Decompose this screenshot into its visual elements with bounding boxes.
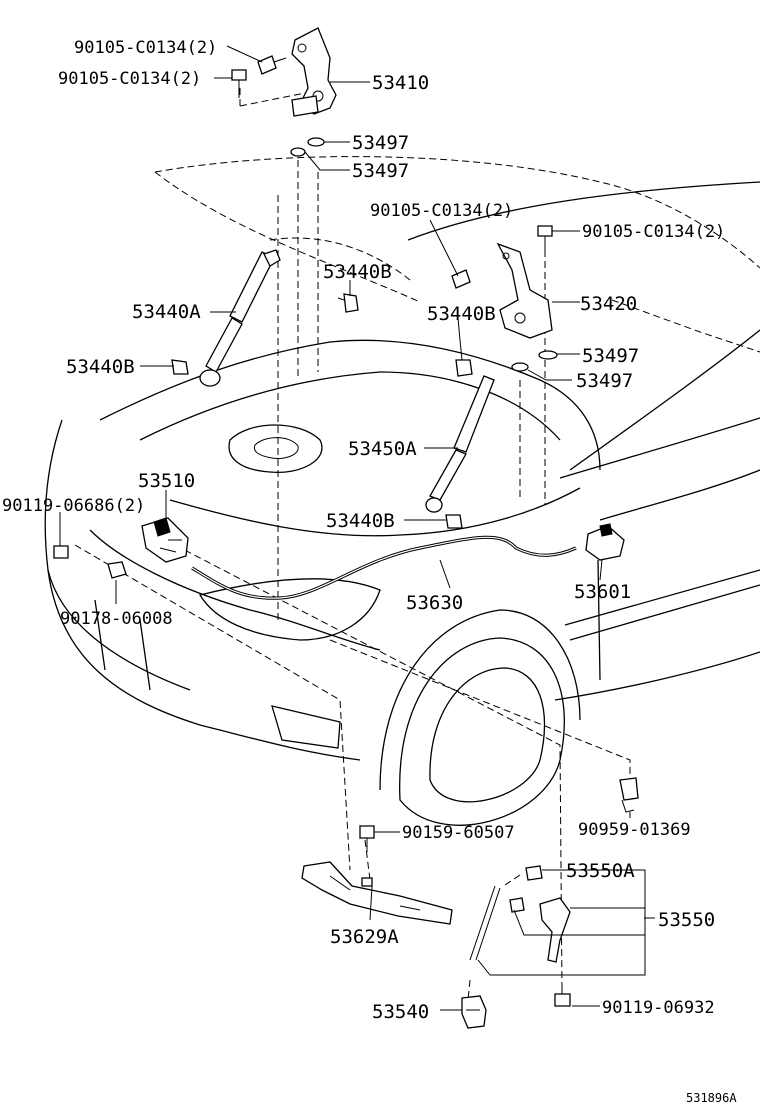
- washer-icon: [511, 362, 529, 372]
- clamp-icon: [619, 777, 639, 813]
- hood-panel-lower-edge: [154, 171, 421, 303]
- label-bolt-support: 90159-60507: [402, 823, 515, 843]
- bolt-icon: [257, 55, 287, 75]
- label-washer-left-1: 53497: [352, 132, 409, 154]
- stud-bolt-icon: [171, 359, 189, 375]
- fender-side-line: [599, 469, 760, 521]
- label-hook-sub: 53550A: [566, 860, 635, 882]
- hood-lock-assembly: [141, 517, 189, 563]
- leader-lock-support: [74, 544, 351, 871]
- label-stud-lower: 53440B: [326, 510, 395, 532]
- label-bolt-hook: 90119-06932: [602, 998, 715, 1018]
- headlamp-outline: [198, 578, 381, 641]
- label-bolt-lock: 90119-06686(2): [2, 496, 145, 516]
- bolt-icon: [53, 545, 69, 559]
- wheel-arch: [379, 609, 581, 791]
- bolt-icon: [537, 225, 553, 254]
- grille-opening: [94, 599, 151, 691]
- label-lock-support: 53629A: [330, 926, 399, 948]
- hood-hinge-right: [496, 242, 553, 339]
- leader-support-bolt: [364, 839, 371, 881]
- radiator-support: [169, 487, 581, 537]
- stud-bolt-icon: [337, 293, 359, 313]
- label-stay-left: 53440A: [132, 301, 201, 323]
- wheel-inner: [429, 667, 546, 803]
- hood-hook-assembly: [469, 865, 571, 963]
- hood-hinge-left: [291, 27, 337, 117]
- washer-icon: [290, 147, 306, 157]
- leader-hook-sub: [504, 874, 521, 886]
- hood-release-cable: [191, 535, 577, 600]
- washer-icon: [307, 137, 325, 147]
- hood-release-lever: [585, 523, 625, 561]
- bolt-icon: [231, 69, 247, 98]
- label-nut-lock: 90178-06008: [60, 609, 173, 629]
- stud-bolt-icon: [455, 339, 473, 377]
- label-washer-left-2: 53497: [352, 160, 409, 182]
- strut-tower-inner: [253, 437, 299, 459]
- fog-lamp: [271, 705, 341, 749]
- label-clamp: 90959-01369: [578, 820, 691, 840]
- strut-tower: [228, 424, 323, 474]
- front-bumper-lower: [47, 569, 361, 761]
- hood-panel-outline: [154, 156, 760, 269]
- a-pillar-line: [569, 329, 760, 471]
- bolt-icon: [554, 984, 571, 1007]
- leader-bolt-left: [239, 91, 311, 107]
- label-release-cable: 53630: [406, 592, 463, 614]
- engine-bay-inner: [139, 371, 561, 441]
- label-bolt-right-2: 90105-C0134(2): [582, 222, 725, 242]
- label-stud-right: 53440B: [427, 303, 496, 325]
- label-stay-right: 53450A: [348, 438, 417, 460]
- label-bolt-right-1: 90105-C0134(2): [370, 201, 513, 221]
- label-hinge-left: 53410: [372, 72, 429, 94]
- cowl-line: [407, 181, 760, 241]
- fender-top-line: [559, 417, 760, 479]
- leader-clamp: [329, 639, 631, 790]
- hood-side-edge: [269, 237, 411, 281]
- hood-lock-support: [301, 861, 453, 925]
- label-rod-holder: 53540: [372, 1001, 429, 1023]
- label-lock-assy: 53510: [138, 470, 195, 492]
- front-bumper-face: [89, 529, 381, 651]
- support-rod-holder: [461, 995, 487, 1029]
- label-bolt-left-2: 90105-C0134(2): [58, 69, 201, 89]
- rocker-line: [554, 651, 760, 701]
- wheel-outer: [399, 637, 565, 826]
- label-washer-right-1: 53497: [582, 345, 639, 367]
- label-bolt-left-1: 90105-C0134(2): [74, 38, 217, 58]
- label-release-lever: 53601: [574, 581, 631, 603]
- bolt-icon: [451, 269, 471, 289]
- label-leader-lines: [59, 45, 655, 1011]
- label-washer-right-2: 53497: [576, 370, 633, 392]
- label-hook-assy: 53550: [658, 909, 715, 931]
- label-stud-upper-left: 53440B: [323, 261, 392, 283]
- hood-stay-left: [199, 249, 281, 387]
- bolt-icon: [359, 825, 375, 852]
- stud-bolt-icon: [445, 514, 463, 529]
- hood-stay-right: [425, 375, 495, 513]
- washer-icon: [538, 350, 558, 360]
- label-hinge-right: 53420: [580, 293, 637, 315]
- body-side-molding: [564, 569, 760, 641]
- door-line: [597, 559, 601, 681]
- label-stud-left: 53440B: [66, 356, 135, 378]
- figure-code: 531896A: [686, 1091, 737, 1105]
- nut-icon: [107, 561, 127, 579]
- part-labels: 90105-C0134(2) 90105-C0134(2) 53410 5349…: [2, 38, 737, 1105]
